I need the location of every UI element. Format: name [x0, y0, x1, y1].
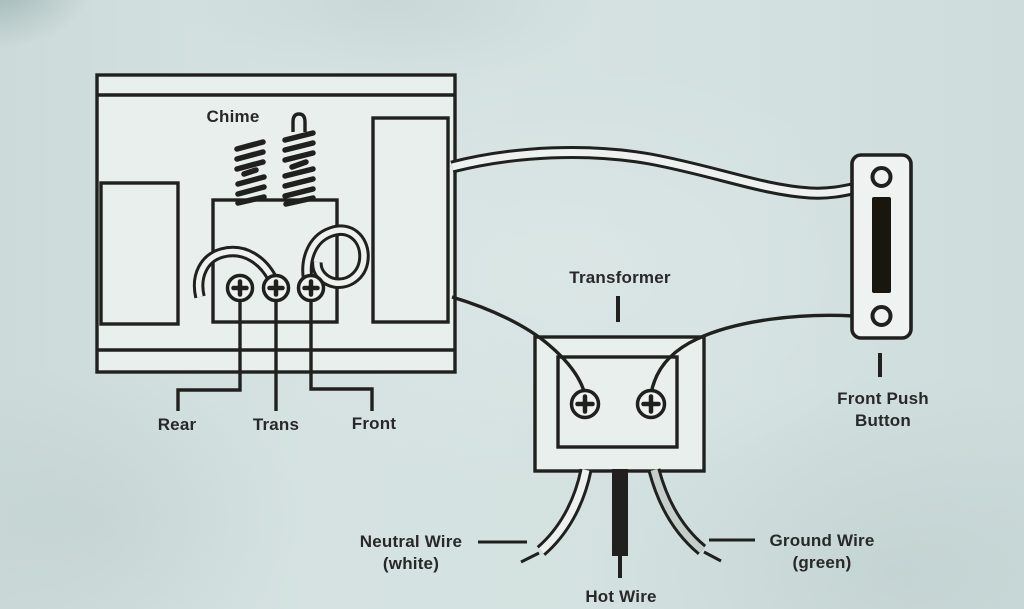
front-terminal-label: Front — [351, 413, 397, 433]
push-button-slot — [872, 197, 891, 293]
front-terminal-loop-wire — [301, 224, 370, 289]
chime-screw-terminal-trans — [261, 273, 291, 303]
chime-to-button-wire — [450, 145, 859, 200]
front-push-button — [850, 153, 913, 340]
chime-to-transformer-wire — [451, 295, 587, 396]
rear-terminal-lead — [176, 295, 242, 411]
transformer-screw-terminal-left — [569, 388, 601, 420]
chime-spring-right-icon — [282, 112, 316, 207]
front-push-button-label: Front Push Button — [837, 388, 929, 430]
terminal-jumper-wire — [193, 245, 278, 299]
front-terminal-lead — [309, 295, 374, 411]
neutral-wire-label: Neutral Wire (white) — [359, 531, 463, 573]
rear-terminal-label: Rear — [157, 414, 197, 434]
ground-wire — [647, 468, 722, 563]
chime-label: Chime — [206, 106, 260, 126]
chime-screw-terminal-front — [296, 273, 326, 303]
chime-spring-left-icon — [234, 139, 267, 206]
chime-left-bar — [99, 181, 180, 326]
hot-wire-label: Hot Wire — [585, 586, 657, 606]
trans-terminal-label: Trans — [252, 414, 300, 434]
neutral-wire — [520, 468, 593, 564]
ground-wire-label: Ground Wire (green) — [769, 530, 875, 572]
transformer-inner-panel — [556, 355, 679, 449]
chime-unit — [95, 73, 457, 411]
neutral-wire-tip — [520, 551, 540, 564]
transformer-to-button-wire — [649, 313, 855, 395]
push-button-bottom-screw-hole — [870, 305, 893, 327]
transformer-label: Transformer — [569, 267, 671, 287]
transformer-screw-terminal-right — [635, 388, 667, 420]
chime-screw-terminal-rear — [225, 273, 255, 303]
chime-right-bar — [371, 116, 450, 324]
ground-wire-tip — [703, 550, 722, 563]
push-button-top-screw-hole — [870, 166, 893, 188]
